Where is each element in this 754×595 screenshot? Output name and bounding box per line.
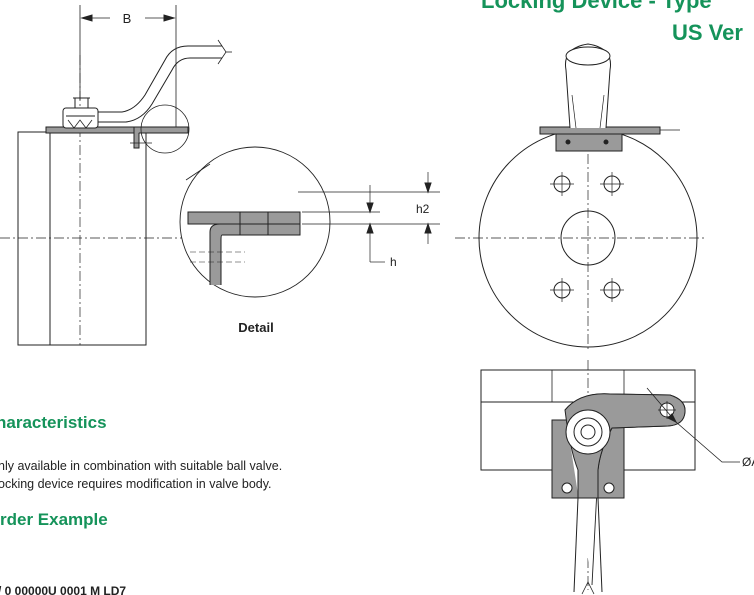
diameter-label: ØA — [742, 455, 754, 469]
lever-hub-inner — [580, 424, 596, 440]
valve-body — [17, 131, 147, 346]
dim-h-arrow-bottom — [366, 222, 374, 234]
top-view — [480, 360, 740, 595]
page-subtitle: US Ver — [672, 20, 743, 45]
order-example-code: / 0 00000U 0001 M LD7 — [0, 584, 127, 595]
bracket-bolt — [603, 139, 609, 145]
detail-angle — [209, 223, 241, 285]
dim-h2-arrow-top — [424, 182, 432, 194]
bolt-hole-crosshairs — [550, 172, 624, 302]
bolt-holes — [550, 172, 624, 302]
front-lever-top — [565, 46, 611, 66]
order-example-heading: rder Example — [0, 510, 108, 529]
side-view — [0, 5, 232, 346]
bracket-hole — [603, 482, 615, 494]
lock-hole-crosshair — [658, 401, 676, 419]
diameter-leader — [646, 387, 740, 463]
bracket-hole — [561, 482, 573, 494]
front-lever — [564, 43, 612, 129]
lever-extension-break — [581, 581, 595, 595]
dimension-b-label: B — [123, 11, 132, 26]
front-view — [455, 43, 705, 350]
front-locking-plate — [539, 126, 661, 135]
lever-handle-upper — [98, 45, 222, 113]
lever-extension — [573, 497, 579, 593]
front-bracket — [555, 133, 623, 152]
dimension-h-label: h — [390, 255, 397, 269]
lever-break — [217, 39, 227, 65]
page-title: Locking Device - Type — [481, 0, 712, 13]
front-lever-detail — [599, 94, 605, 129]
detail-view — [179, 146, 440, 298]
dim-b-arrow-right — [163, 14, 176, 22]
characteristics-line: nly available in combination with suitab… — [0, 459, 283, 473]
characteristics-heading: haracteristics — [0, 413, 107, 432]
lever-nut — [62, 107, 99, 129]
detail-callout-circle — [140, 104, 190, 154]
spring-symbol — [67, 119, 93, 129]
characteristics-line: ocking device requires modification in v… — [0, 477, 272, 491]
bracket-bolt — [565, 139, 571, 145]
detail-plate-top — [187, 211, 301, 225]
locking-plate — [45, 126, 189, 134]
detail-label: Detail — [238, 320, 273, 335]
detail-leader — [185, 163, 211, 181]
dim-h2-arrow-bottom — [424, 222, 432, 234]
dimension-h2-label: h2 — [416, 202, 430, 216]
diameter-arrow — [667, 413, 678, 424]
lever-extension — [597, 497, 603, 593]
front-lever-detail — [571, 94, 577, 129]
dim-b-arrow-left — [80, 14, 93, 22]
lever-handle-lower — [98, 57, 222, 123]
dim-h-arrow-top — [366, 202, 374, 214]
